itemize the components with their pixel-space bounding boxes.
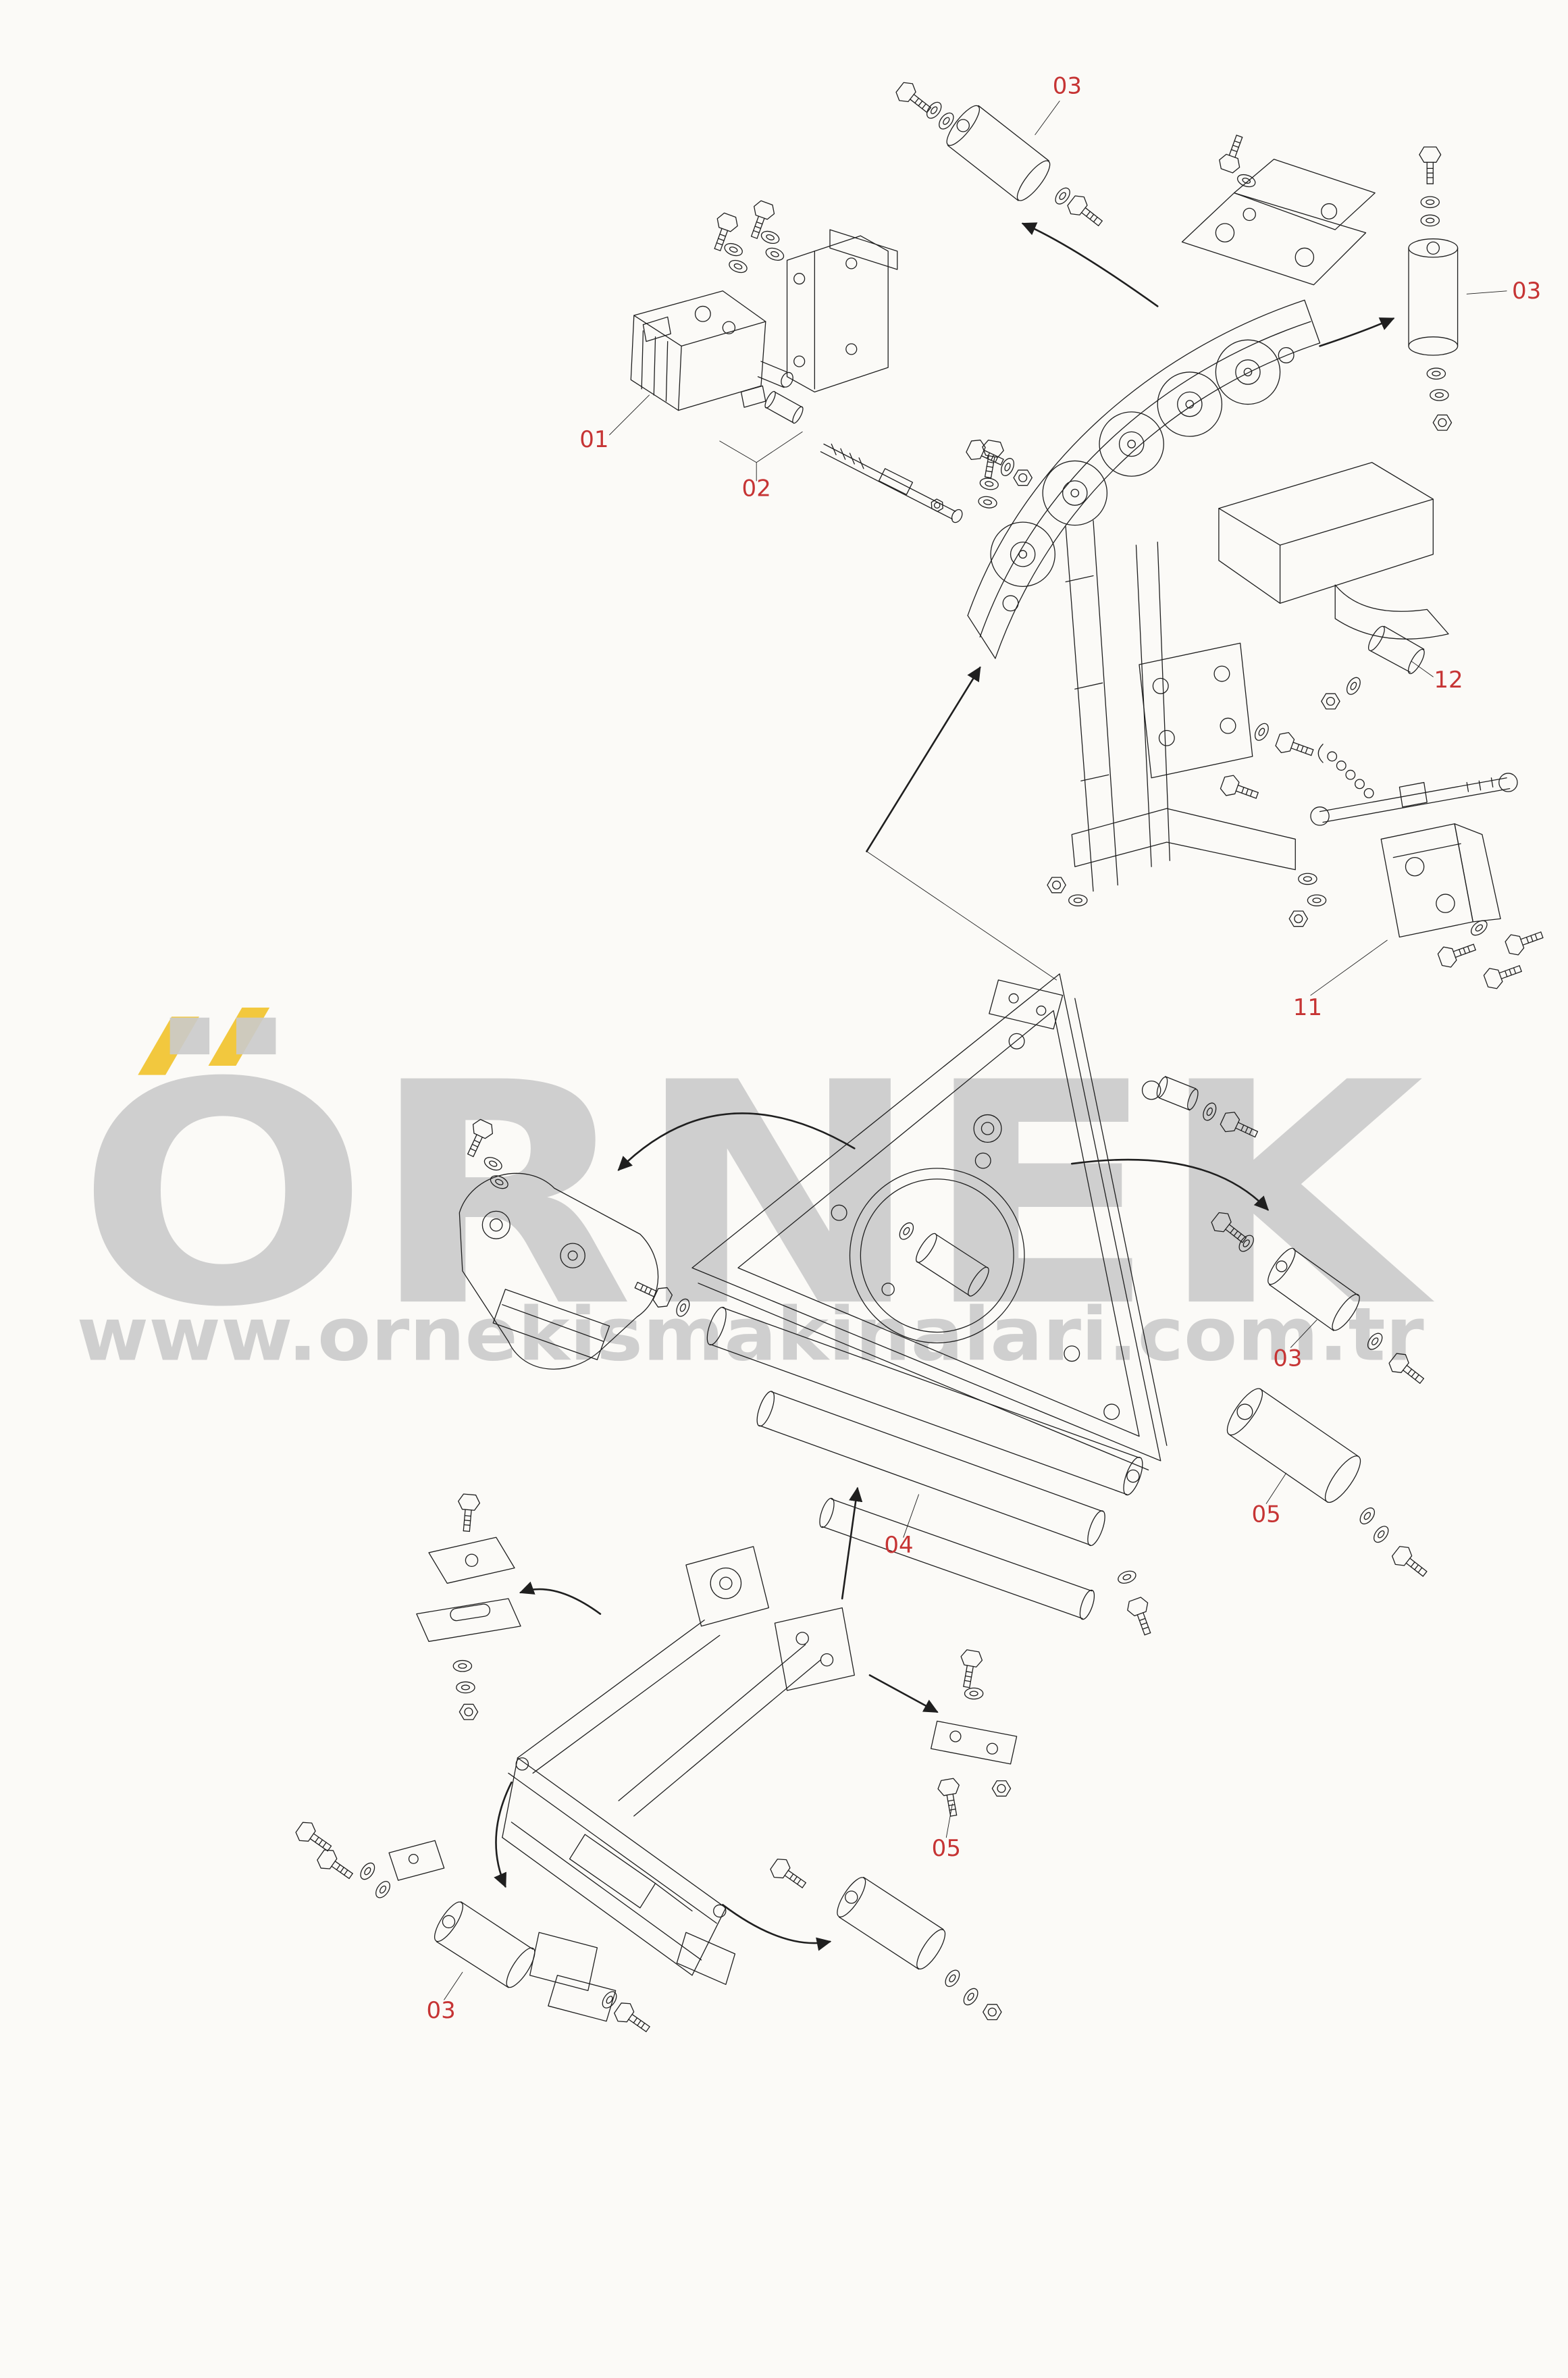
shock-cylinder-top-fasteners — [892, 78, 1108, 233]
callout-04: 04 — [884, 1532, 913, 1559]
arrow-to-upper-frame — [866, 668, 980, 852]
shock-cylinder-top — [942, 101, 1055, 205]
support-roller-05 — [1222, 1384, 1366, 1507]
callout-11: 11 — [1293, 994, 1322, 1021]
upper-frame-fasteners — [976, 131, 1317, 907]
assembly-arrows — [494, 224, 1394, 1951]
callout-03-mid: 03 — [1273, 1345, 1302, 1372]
rod-fasteners — [963, 436, 1033, 487]
damper-cylinder-bottom — [833, 1873, 950, 1972]
shock-cylinder-mid — [1263, 1245, 1363, 1334]
support-roller-fasteners — [1356, 1504, 1433, 1584]
arrow-to-right-cylinder — [1320, 319, 1394, 346]
arrow-to-top-cylinder — [1023, 224, 1158, 306]
callout-03-right: 03 — [1512, 278, 1541, 305]
arrow-to-left-bracket — [619, 1113, 854, 1170]
callout-03-top: 03 — [1053, 72, 1082, 99]
arrow-to-damper — [723, 1905, 830, 1951]
damper-bottom-fasteners — [766, 1854, 1003, 2021]
clamp-plate-stack — [417, 1537, 521, 1641]
watermark-brand: ÖRNEK — [77, 1014, 1437, 1374]
part-callouts: 03 03 01 02 12 11 04 03 05 05 03 — [427, 72, 1542, 2024]
roller-bed — [704, 1305, 1147, 1621]
callout-01: 01 — [579, 426, 608, 453]
shock-cylinder-right — [1409, 239, 1458, 355]
upper-roller-frame — [968, 159, 1448, 891]
callout-05-lower: 05 — [932, 1835, 961, 1862]
pin-part-12 — [1320, 624, 1428, 710]
shock-cylinder-right-fasteners — [1418, 146, 1453, 432]
shock-bottom-fasteners — [292, 1817, 656, 2039]
motor-fasteners — [706, 198, 787, 276]
stop-bracket-05 — [931, 1721, 1017, 1763]
turnbuckle-linkage-11 — [1311, 744, 1517, 937]
arrow-to-stop-bracket — [870, 1675, 937, 1711]
callout-03-bottom: 03 — [427, 1997, 456, 2024]
arrow-to-bottom-cylinder — [494, 1782, 511, 1886]
leader-lines — [444, 101, 1507, 2000]
arrow-to-mid-cylinder — [1072, 1160, 1268, 1210]
arrow-up-to-frame — [842, 1489, 863, 1599]
arrow-to-clamp-stack — [521, 1581, 600, 1614]
callout-05-roller: 05 — [1252, 1501, 1281, 1528]
linkage-fasteners — [1288, 872, 1547, 993]
callout-12: 12 — [1434, 667, 1463, 694]
watermark: ÖRNEK www.ornekismakinalari.com.tr — [77, 1007, 1437, 1377]
drive-rod — [820, 444, 964, 524]
drive-motor — [631, 291, 795, 411]
left-mount-bracket — [459, 1173, 658, 1369]
lower-link-frame — [502, 1547, 854, 1984]
motor-mount-plates — [787, 230, 897, 392]
shock-cylinder-bottom — [389, 1840, 616, 2021]
logo-accent-slash-icon — [138, 1016, 199, 1075]
watermark-url: www.ornekismakinalari.com.tr — [77, 1291, 1425, 1377]
callout-02: 02 — [742, 475, 771, 502]
logo-accent-slash-icon — [208, 1007, 270, 1066]
triangle-frame-04 — [692, 974, 1200, 1470]
shaft-coupler — [741, 386, 805, 424]
